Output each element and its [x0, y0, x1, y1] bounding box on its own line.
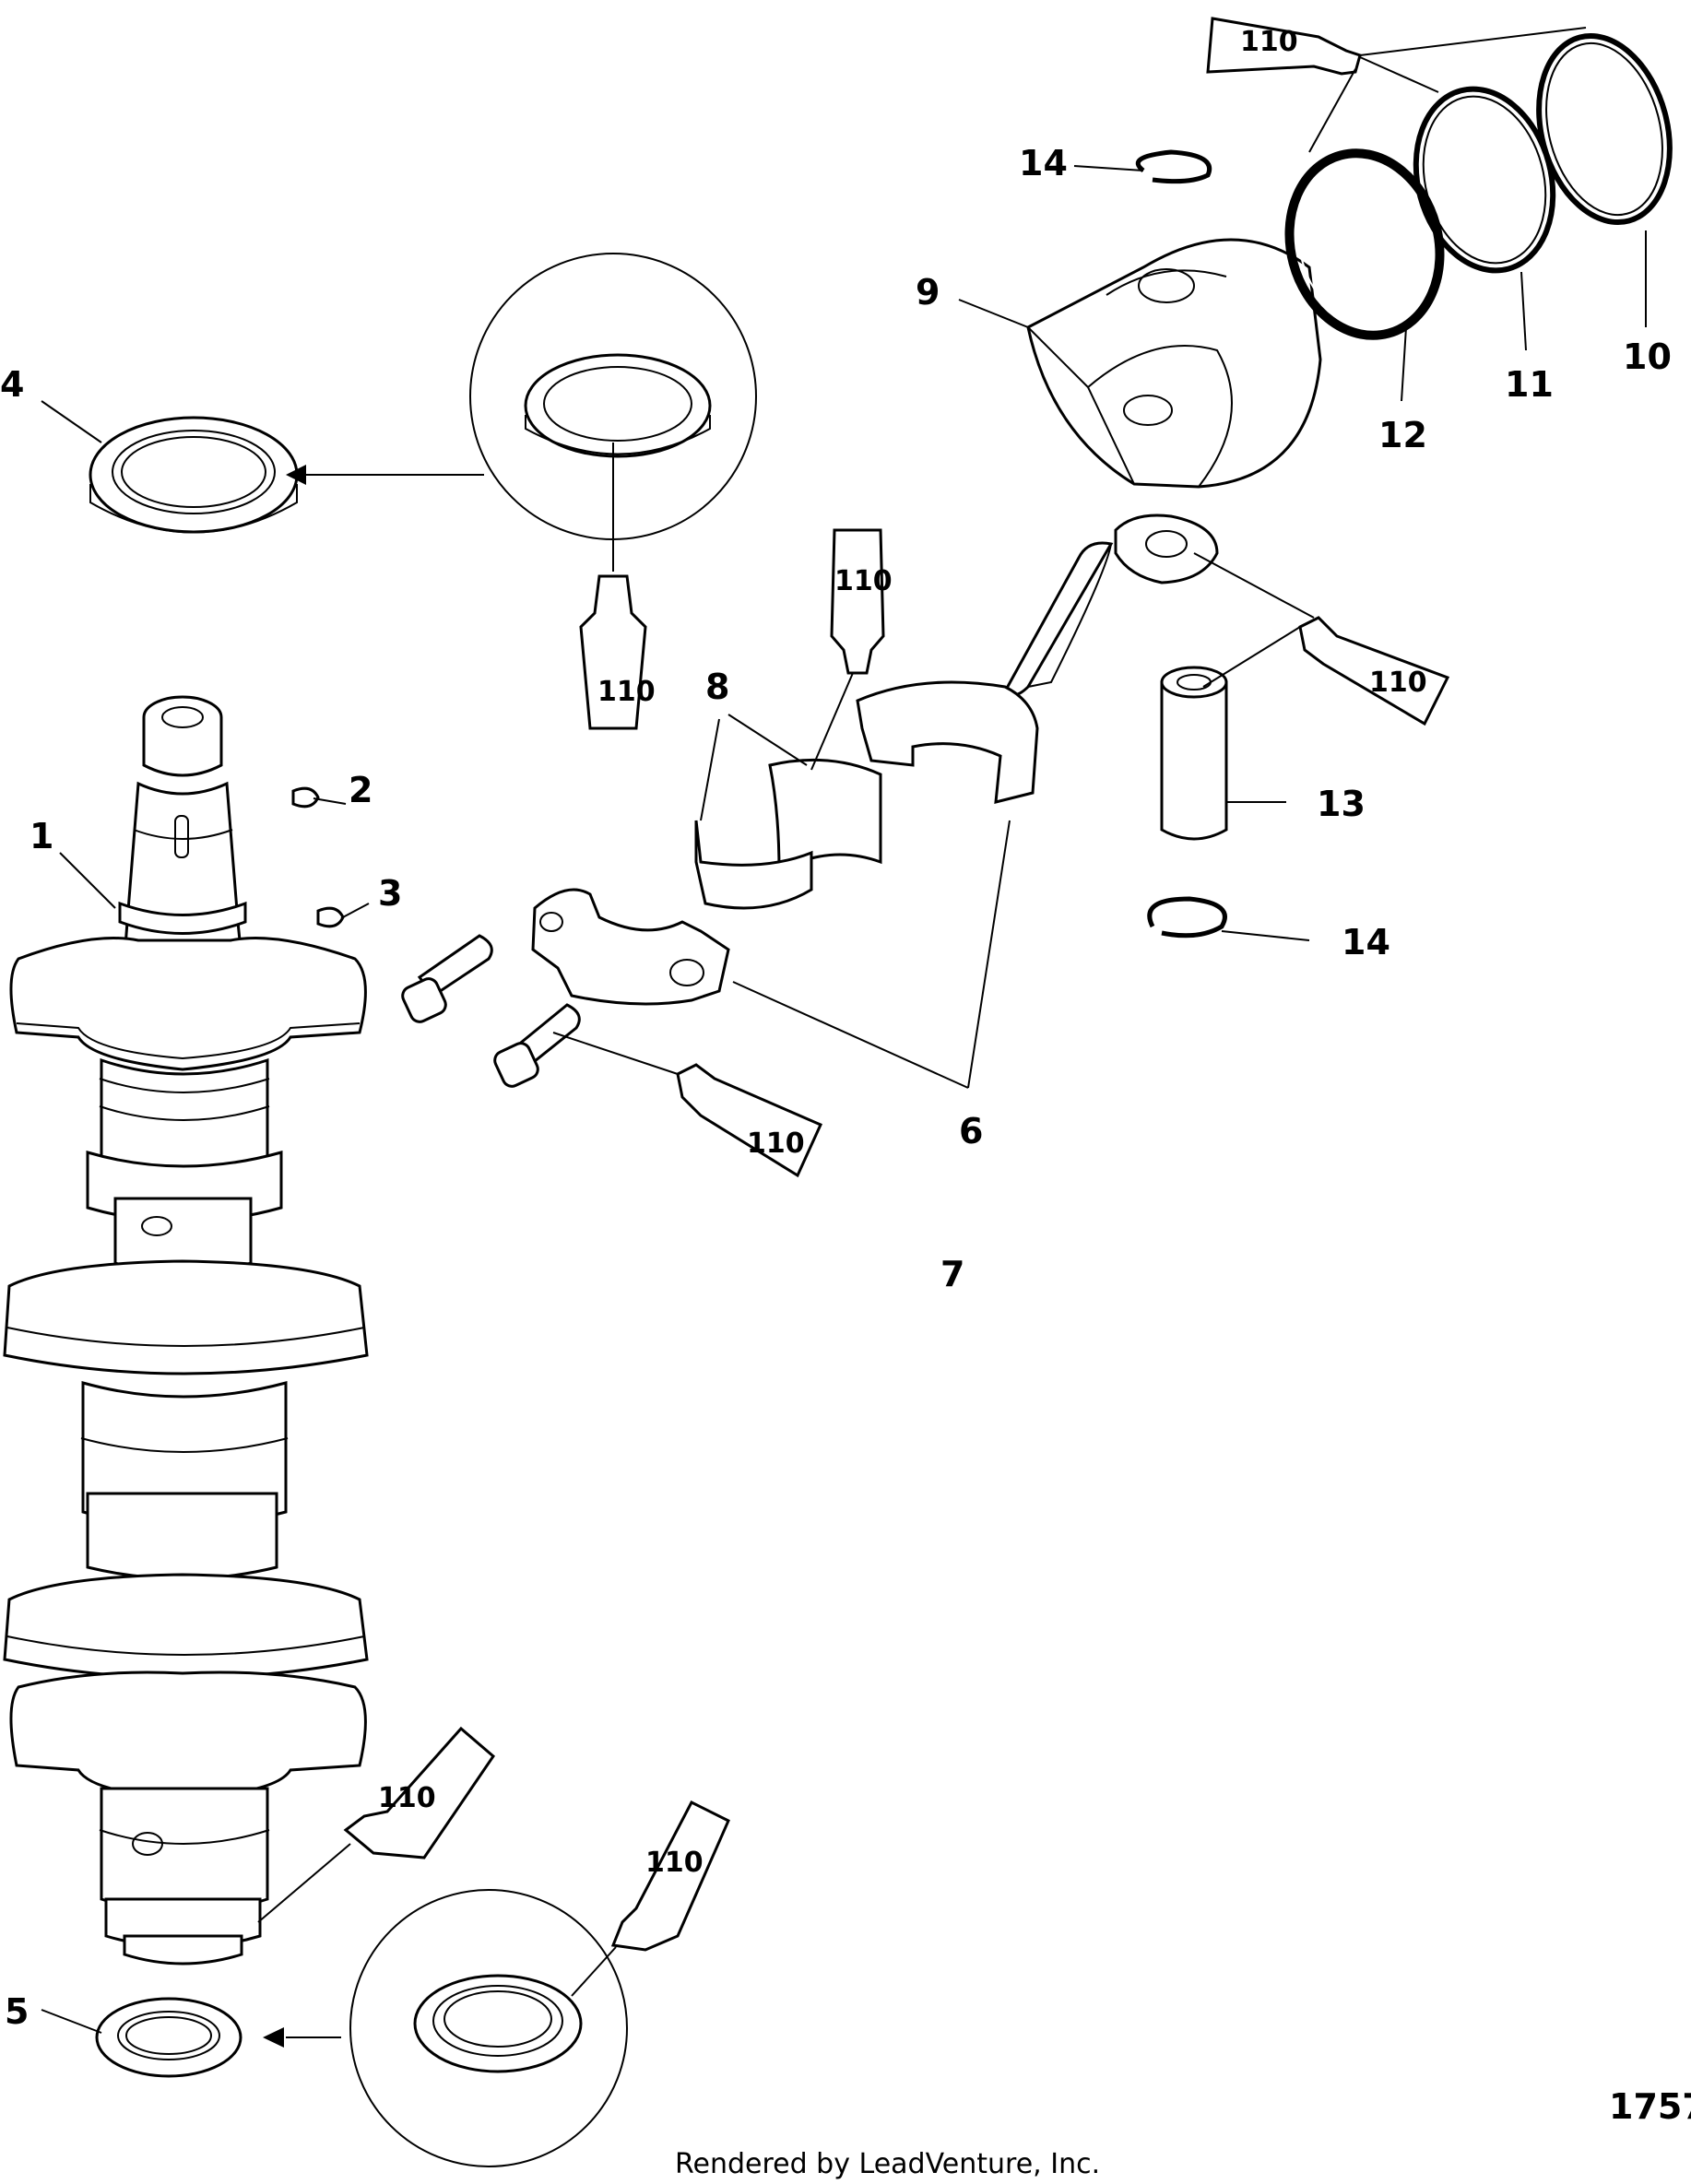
leader-1 [59, 852, 116, 909]
piston-ring-12 [1284, 148, 1445, 340]
leader-tube-bottom-journal [257, 1843, 351, 1923]
leader-tube-rings-11 [1359, 56, 1439, 93]
leader-4 [41, 400, 102, 443]
grease-tube-bearing: 110 [830, 528, 893, 675]
leader-12 [1401, 326, 1407, 402]
rod-bolt-upper [401, 934, 493, 1023]
tube-label: 110 [597, 676, 656, 708]
tube-label: 110 [1240, 26, 1298, 58]
grease-tube-bolts: 110 [676, 1063, 822, 1178]
leader-tube-rod-pin [1202, 626, 1301, 688]
circlip-top [1135, 149, 1212, 184]
upper-seal-arrowhead [286, 465, 306, 485]
leader-9 [958, 299, 1029, 328]
callout-13: 13 [1317, 784, 1366, 824]
callout-3: 3 [378, 873, 402, 914]
leader-tube-rings-10 [1359, 27, 1587, 56]
leader-8a [727, 714, 808, 766]
tube-label: 110 [834, 565, 893, 597]
leader-tube-lower-seal [571, 1946, 617, 1997]
leader-6b [732, 981, 969, 1089]
leader-14a [1073, 165, 1144, 171]
callout-7: 7 [940, 1254, 964, 1294]
crankshaft [3, 695, 369, 1966]
callout-5: 5 [5, 1991, 29, 2032]
callout-12: 12 [1378, 415, 1427, 455]
tube-label: 110 [645, 1847, 704, 1879]
grease-tube-rod: 110 [1298, 616, 1450, 726]
leader-5 [41, 2009, 102, 2034]
callout-11: 11 [1505, 364, 1554, 405]
leader-tube-rod-end [1193, 552, 1315, 619]
grease-tube-rings: 110 [1206, 17, 1362, 76]
grease-tube-lower-seal: 110 [610, 1800, 730, 1952]
callout-9: 9 [916, 272, 940, 313]
tube-label: 110 [378, 1782, 436, 1814]
grease-tube-upper-seal: 110 [579, 574, 656, 730]
lower-seal-detail-circle [349, 1889, 628, 2167]
upper-seal [89, 416, 299, 534]
footer-credit: Rendered by LeadVenture, Inc. [675, 2148, 1100, 2180]
lower-seal [95, 1997, 242, 2078]
leader-2 [313, 797, 347, 805]
lower-seal-arrowhead [263, 2027, 284, 2048]
woodruff-key-3 [316, 906, 345, 928]
callout-4: 4 [0, 364, 24, 405]
figure-number: 1757 [1609, 2086, 1691, 2127]
callout-10: 10 [1623, 336, 1672, 377]
piston-ring-10 [1536, 32, 1673, 226]
rod-bolt-lower [493, 1003, 581, 1088]
bearing-shells [694, 758, 882, 910]
rod-cap [531, 888, 730, 1006]
callout-8: 8 [705, 667, 729, 707]
piston [1026, 238, 1322, 489]
leader-14b [1221, 930, 1310, 941]
leader-tube-bolts [552, 1032, 679, 1075]
callout-1: 1 [30, 816, 53, 856]
upper-seal-detail-circle [469, 253, 757, 572]
leader-3 [340, 903, 370, 919]
leader-11 [1520, 271, 1527, 351]
circlip-bottom [1147, 896, 1227, 939]
tube-label: 110 [1369, 667, 1427, 699]
leader-tube-bearing [810, 672, 854, 771]
leader-tube-rings-12 [1308, 68, 1356, 153]
woodruff-key-2 [291, 786, 320, 809]
tube-label: 110 [747, 1127, 805, 1160]
callout-2: 2 [349, 770, 372, 810]
piston-pin [1160, 666, 1228, 841]
callout-14-bottom: 14 [1342, 922, 1390, 962]
callout-6: 6 [959, 1111, 983, 1151]
connecting-rod [856, 514, 1219, 804]
leader-8b [700, 718, 720, 821]
leader-6a [967, 820, 1011, 1089]
callout-14-top: 14 [1019, 143, 1068, 183]
grease-tube-bottom-journal: 110 [343, 1726, 495, 1859]
